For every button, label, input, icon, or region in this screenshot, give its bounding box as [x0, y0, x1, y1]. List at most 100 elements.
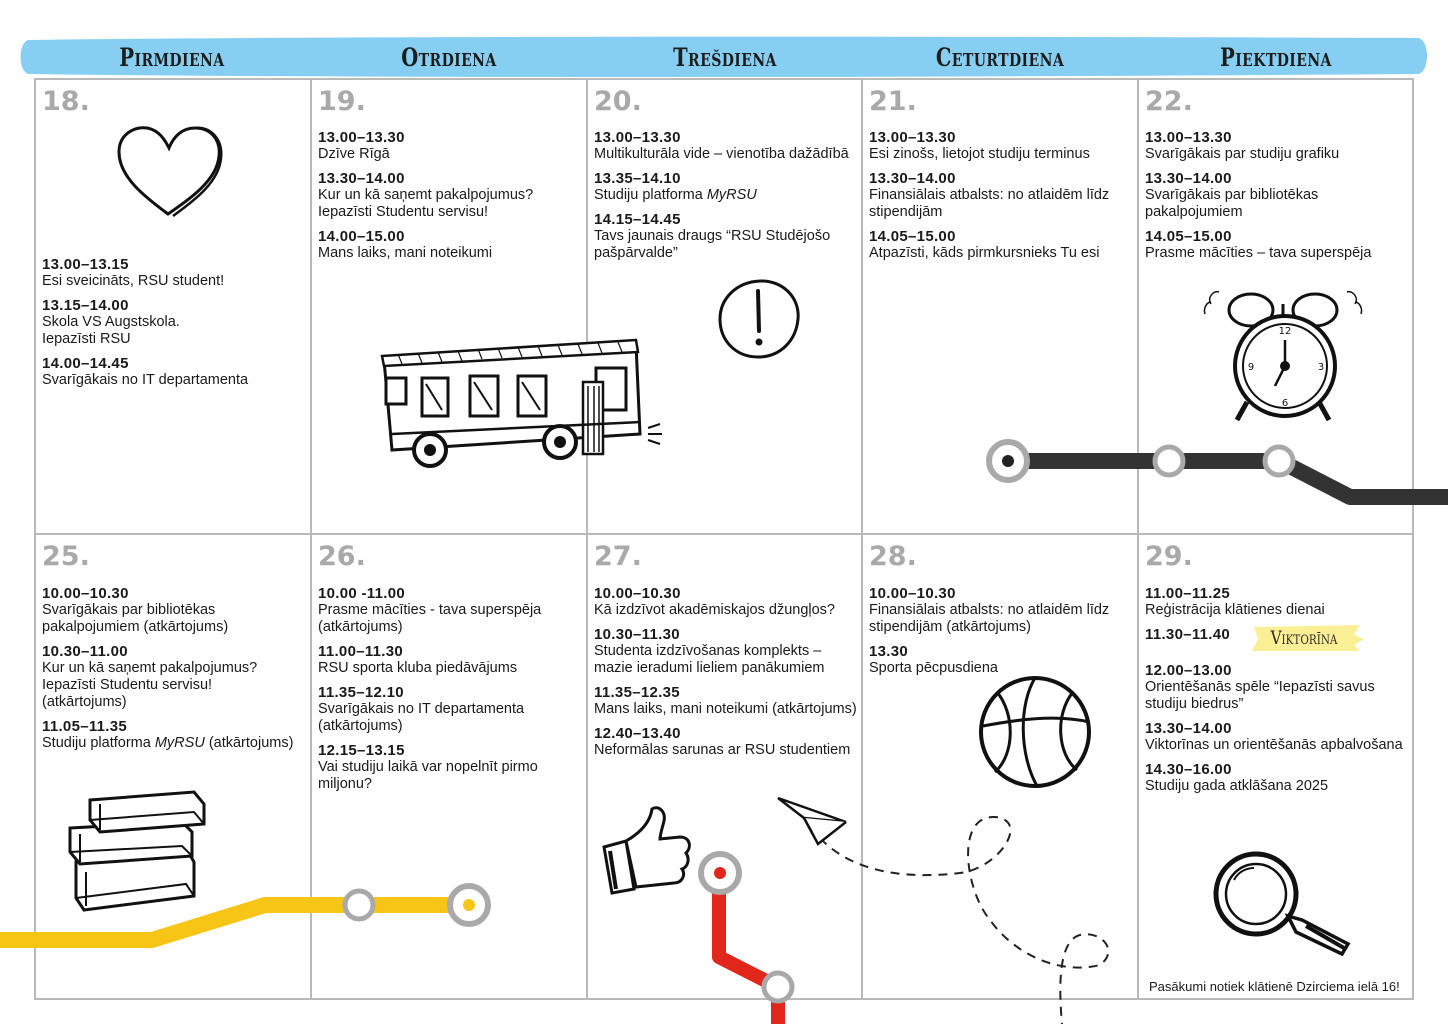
event-item: 11.30–11.40 — [1145, 626, 1408, 643]
event-time: 13.30–14.00 — [1145, 170, 1232, 187]
event-title: Finansiālais atbalsts: no atlaidēm līdz … — [869, 602, 1110, 635]
date-number: 29. — [1145, 541, 1193, 572]
footer-note: Pasākumi notiek klātienē Dzirciema ielā … — [1149, 979, 1400, 994]
event-time: 13.00–13.30 — [1145, 129, 1232, 146]
event-title: Svarīgākais par studiju grafiku — [1145, 146, 1340, 162]
event-time: 13.35–14.10 — [594, 170, 681, 187]
event-title: Svarīgākais par bibliotēkas pakalpojumie… — [42, 602, 229, 635]
event-time: 13.00–13.30 — [869, 129, 956, 146]
event-title: Studenta izdzīvošanas komplekts –mazie i… — [594, 643, 825, 676]
event-time: 11.30–11.40 — [1145, 626, 1231, 643]
event-time: 14.05–15.00 — [1145, 228, 1232, 245]
event-title: Atpazīsti, kāds pirmkursnieks Tu esi — [869, 245, 1100, 261]
event-title-emphasis: MyRSU — [706, 187, 757, 203]
event-title: Multikulturāla vide – vienotība dažādībā — [594, 146, 849, 162]
event-time: 10.00 -11.00 — [318, 585, 406, 602]
event-time: 10.00–10.30 — [594, 585, 681, 602]
heart-icon — [117, 126, 223, 218]
event-time: 12.40–13.40 — [594, 725, 681, 742]
event-time: 14.15–14.45 — [594, 211, 681, 228]
event-time: 12.15–13.15 — [318, 742, 405, 759]
event-title: Finansiālais atbalsts: no atlaidēm līdz … — [869, 187, 1110, 220]
event-time: 13.30–14.00 — [318, 170, 405, 187]
event-title: Reģistrācija klātienes dienai — [1145, 602, 1325, 618]
event-title: Prasme mācīties - tava superspēja (atkār… — [318, 602, 542, 635]
event-time: 12.00–13.00 — [1145, 662, 1232, 679]
event-time: 14.30–16.00 — [1145, 761, 1232, 778]
event-title: RSU sporta kluba piedāvājums — [318, 660, 518, 676]
event-time: 13.00–13.30 — [318, 129, 405, 146]
event-time: 11.35–12.10 — [318, 684, 404, 701]
event-time: 10.30–11.00 — [42, 643, 128, 660]
event-time: 10.30–11.30 — [594, 626, 680, 643]
weekday-friday: Piektdiena — [1220, 43, 1332, 72]
date-number: 20. — [594, 86, 642, 117]
viktorina-label: Viktorīna — [1270, 627, 1338, 649]
event-title: Studiju platforma MyRSU — [594, 187, 757, 203]
thumbs-up-icon — [602, 806, 691, 895]
event-title: Orientēšanās spēle “Iepazīsti savus stud… — [1145, 679, 1375, 712]
event-time: 11.00–11.25 — [1145, 585, 1231, 602]
event-title: Tavs jaunais draugs “RSU Studējošo pašpā… — [594, 228, 831, 261]
event-title: Neformālas sarunas ar RSU studentiem — [594, 742, 851, 758]
date-number: 26. — [318, 541, 366, 572]
event-title: Esi sveicināts, RSU student! — [42, 273, 225, 289]
event-time: 13.30–14.00 — [1145, 720, 1232, 737]
header-band — [20, 36, 1427, 77]
viktorina-badge: Viktorīna — [1250, 623, 1364, 653]
event-time: 11.05–11.35 — [42, 718, 128, 735]
svg-text:9: 9 — [1248, 362, 1254, 373]
event-time: 10.00–10.30 — [869, 585, 956, 602]
date-number: 21. — [869, 86, 917, 117]
event-title: Studiju platforma MyRSU (atkārtojums) — [42, 735, 294, 751]
event-time: 13.00–13.30 — [594, 129, 681, 146]
event-title: Viktorīnas un orientēšanās apbalvošana — [1145, 737, 1403, 753]
highlighter-mark — [1252, 625, 1364, 651]
event-time: 13.30 — [869, 643, 909, 660]
event-title: Vai studiju laikā var nopelnīt pirmo mil… — [318, 759, 538, 792]
event-title: Mans laiks, mani noteikumi — [318, 245, 493, 261]
event-title: Skola VS Augstskola.Iepazīsti RSU — [42, 314, 180, 347]
event-title: Dzīve Rīgā — [318, 146, 390, 162]
event-time: 10.00–10.30 — [42, 585, 129, 602]
event-time: 14.00–15.00 — [318, 228, 405, 245]
event-title: Kur un kā saņemt pakalpojumus?Iepazīsti … — [42, 660, 258, 710]
event-title: Prasme mācīties – tava superspēja — [1145, 245, 1372, 261]
event-time: 11.35–12.35 — [594, 684, 680, 701]
weekday-thursday: Ceturtdiena — [935, 43, 1065, 72]
weekday-monday: Pirmdiena — [119, 43, 225, 72]
